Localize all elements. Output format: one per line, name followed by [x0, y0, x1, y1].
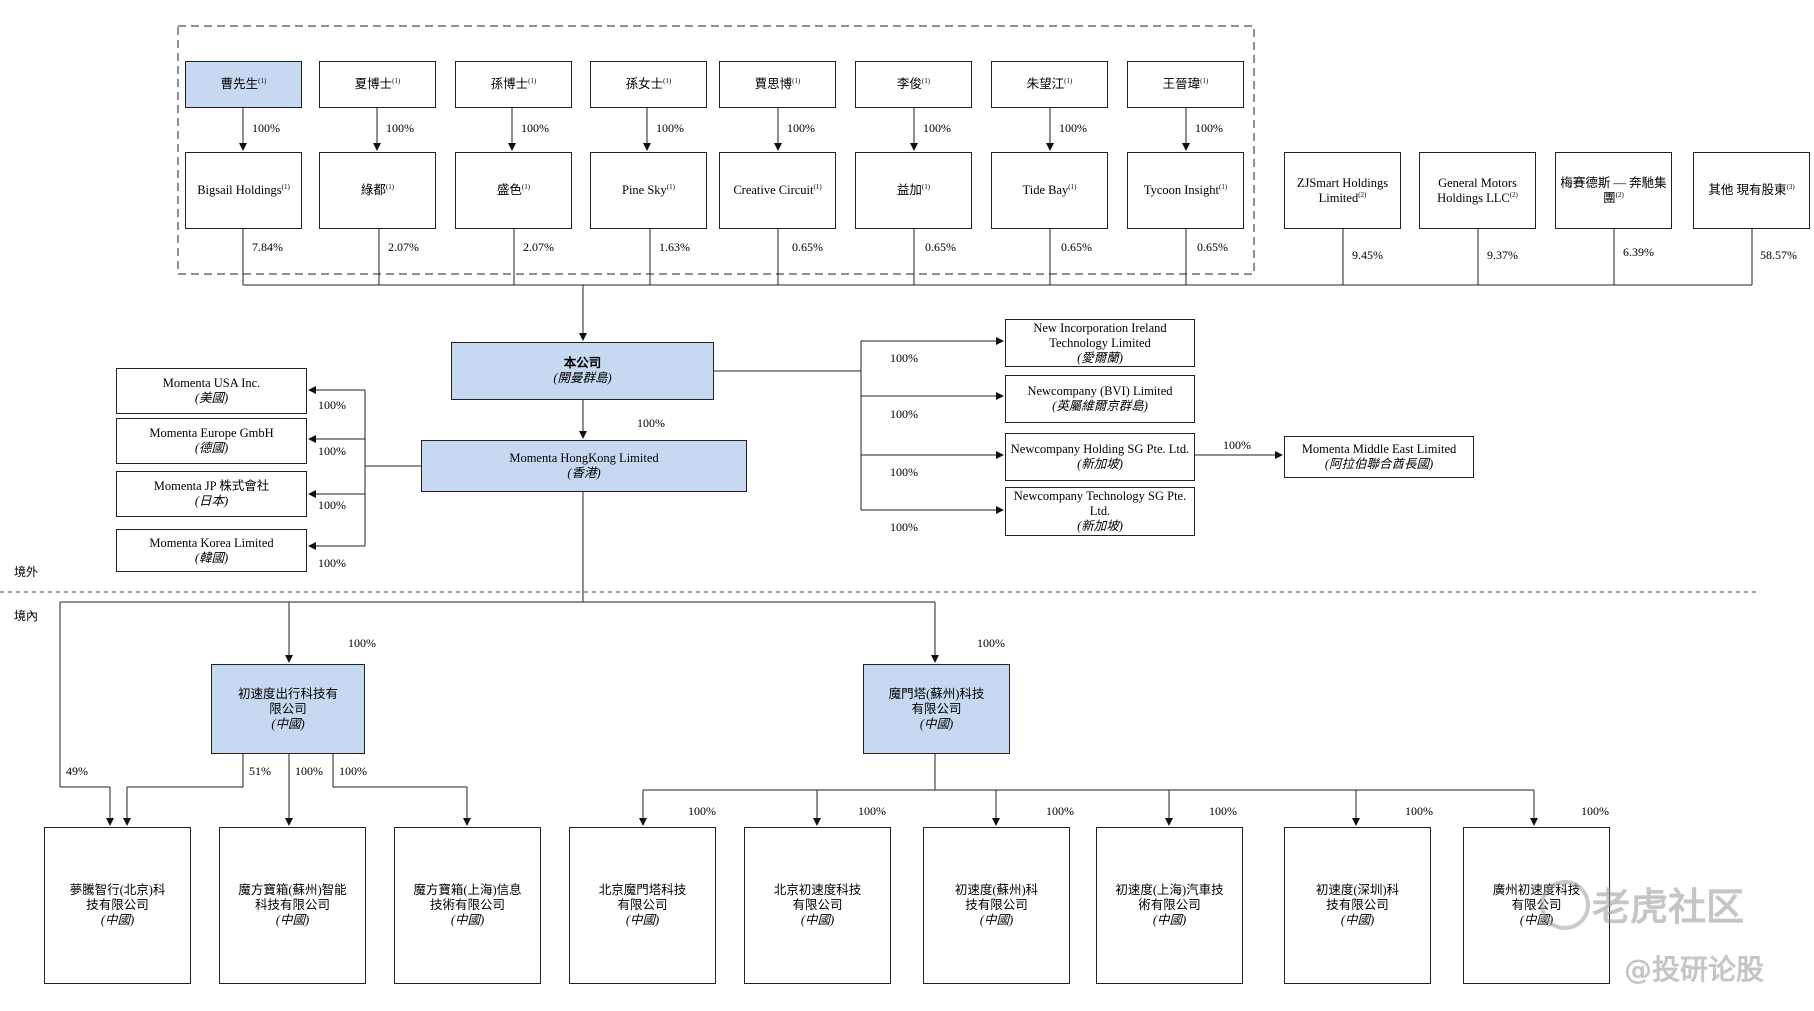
onshore-sub-box: 北京魔門塔科技有限公司(中國) — [569, 827, 716, 984]
ownership-pct: 0.65% — [1061, 240, 1092, 254]
individual-box: 李俊(1) — [855, 61, 972, 108]
onshore-sub-box: 初速度(蘇州)科技有限公司(中國) — [923, 827, 1070, 984]
holding-entity-box: Bigsail Holdings(1) — [185, 152, 302, 229]
onshore-sub-box: 初速度(上海)汽車技術有限公司(中國) — [1096, 827, 1243, 984]
holding-entity-box: 益加(1) — [855, 152, 972, 229]
individual-box: 朱望江(1) — [991, 61, 1108, 108]
ownership-pct: 100% — [656, 121, 684, 135]
ownership-pct: 6.39% — [1623, 245, 1654, 259]
shareholder-box: 梅賽德斯 — 奔馳集團(2) — [1555, 152, 1672, 229]
shareholder-box: General Motors Holdings LLC(2) — [1419, 152, 1536, 229]
ownership-pct: 0.65% — [1197, 240, 1228, 254]
watermark-handle: @投研论股 — [1624, 953, 1765, 986]
individual-box: 孫博士(1) — [455, 61, 572, 108]
ownership-pct: 100% — [318, 398, 346, 412]
ownership-pct: 100% — [1059, 121, 1087, 135]
hk-sub-box: Momenta USA Inc.(美國) — [116, 368, 307, 414]
ownership-pct: 100% — [1581, 804, 1609, 818]
ownership-pct: 9.45% — [1352, 248, 1383, 262]
ownership-pct: 100% — [521, 121, 549, 135]
founder-group-dashed-border — [177, 25, 1255, 275]
offshore-sub-box: New Incorporation Ireland Technology Lim… — [1005, 319, 1195, 367]
onshore-sub-box: 魔方寶箱(蘇州)智能科技有限公司(中國) — [219, 827, 366, 984]
ownership-pct: 100% — [923, 121, 951, 135]
company-box: 本公司(開曼群島) — [451, 342, 714, 400]
watermark-brand: 老虎社区 — [1592, 885, 1745, 929]
hk-sub-box: Momenta Korea Limited(韓國) — [116, 529, 307, 572]
onshore-sub-box: 初速度(深圳)科技有限公司(中國) — [1284, 827, 1431, 984]
middle-east-box: Momenta Middle East Limited(阿拉伯聯合酋長國) — [1284, 436, 1474, 478]
individual-box: 王晉瑋(1) — [1127, 61, 1244, 108]
hk-sub-box: Momenta JP 株式會社(日本) — [116, 471, 307, 517]
shareholder-box: 其他 現有股東(3) — [1693, 152, 1810, 229]
ownership-pct: 49% — [66, 764, 88, 778]
ownership-pct: 0.65% — [792, 240, 823, 254]
hk-sub-box: Momenta Europe GmbH(德國) — [116, 418, 307, 464]
ownership-pct: 7.84% — [252, 240, 283, 254]
onshore-sub-box: 北京初速度科技有限公司(中國) — [744, 827, 891, 984]
ownership-pct: 100% — [890, 520, 918, 534]
ownership-pct: 100% — [858, 804, 886, 818]
hk-holding-box: Momenta HongKong Limited(香港) — [421, 440, 747, 492]
ownership-pct: 100% — [977, 636, 1005, 650]
offshore-sub-box: Newcompany (BVI) Limited(英屬維爾京群島) — [1005, 375, 1195, 423]
ownership-pct: 51% — [249, 764, 271, 778]
ownership-pct: 0.65% — [925, 240, 956, 254]
ownership-pct: 100% — [1223, 438, 1251, 452]
ownership-pct: 100% — [295, 764, 323, 778]
ownership-pct: 100% — [637, 416, 665, 430]
watermark-logo-icon — [1540, 880, 1590, 930]
ownership-pct: 100% — [890, 351, 918, 365]
shareholder-box: ZJSmart Holdings Limited(2) — [1284, 152, 1401, 229]
individual-box: 孫女士(1) — [590, 61, 707, 108]
holding-entity-box: Creative Circuit(1) — [719, 152, 836, 229]
ownership-pct: 100% — [787, 121, 815, 135]
holding-entity-box: Tide Bay(1) — [991, 152, 1108, 229]
ownership-pct: 100% — [1195, 121, 1223, 135]
ownership-pct: 100% — [890, 407, 918, 421]
onshore-label: 境內 — [14, 609, 39, 623]
holding-entity-box: 綠都(1) — [319, 152, 436, 229]
offshore-sub-box: Newcompany Technology SG Pte. Ltd.(新加坡) — [1005, 487, 1195, 536]
ownership-pct: 100% — [318, 498, 346, 512]
ownership-pct: 100% — [318, 444, 346, 458]
ownership-pct: 1.63% — [659, 240, 690, 254]
ownership-pct: 100% — [688, 804, 716, 818]
ownership-pct: 2.07% — [388, 240, 419, 254]
onshore-sub-box: 夢騰智行(北京)科技有限公司(中國) — [44, 827, 191, 984]
ownership-pct: 100% — [348, 636, 376, 650]
ownership-pct: 100% — [252, 121, 280, 135]
individual-box: 夏博士(1) — [319, 61, 436, 108]
ownership-pct: 100% — [339, 764, 367, 778]
mmt-suzhou-box: 魔門塔(蘇州)科技有限公司(中國) — [863, 664, 1010, 754]
holding-entity-box: Tycoon Insight(1) — [1127, 152, 1244, 229]
cs-mobility-box: 初速度出行科技有限公司(中國) — [211, 664, 365, 754]
individual-box: 曹先生(1) — [185, 61, 302, 108]
ownership-pct: 58.57% — [1760, 248, 1797, 262]
offshore-sub-box: Newcompany Holding SG Pte. Ltd.(新加坡) — [1005, 433, 1195, 481]
ownership-pct: 100% — [1405, 804, 1433, 818]
holding-entity-box: Pine Sky(1) — [590, 152, 707, 229]
ownership-pct: 100% — [890, 465, 918, 479]
ownership-pct: 100% — [1046, 804, 1074, 818]
onshore-sub-box: 魔方寶箱(上海)信息技術有限公司(中國) — [394, 827, 541, 984]
individual-box: 賈思博(1) — [719, 61, 836, 108]
ownership-pct: 2.07% — [523, 240, 554, 254]
ownership-pct: 100% — [1209, 804, 1237, 818]
ownership-pct: 100% — [318, 556, 346, 570]
ownership-pct: 9.37% — [1487, 248, 1518, 262]
holding-entity-box: 盛色(1) — [455, 152, 572, 229]
ownership-pct: 100% — [386, 121, 414, 135]
offshore-label: 境外 — [14, 565, 39, 579]
